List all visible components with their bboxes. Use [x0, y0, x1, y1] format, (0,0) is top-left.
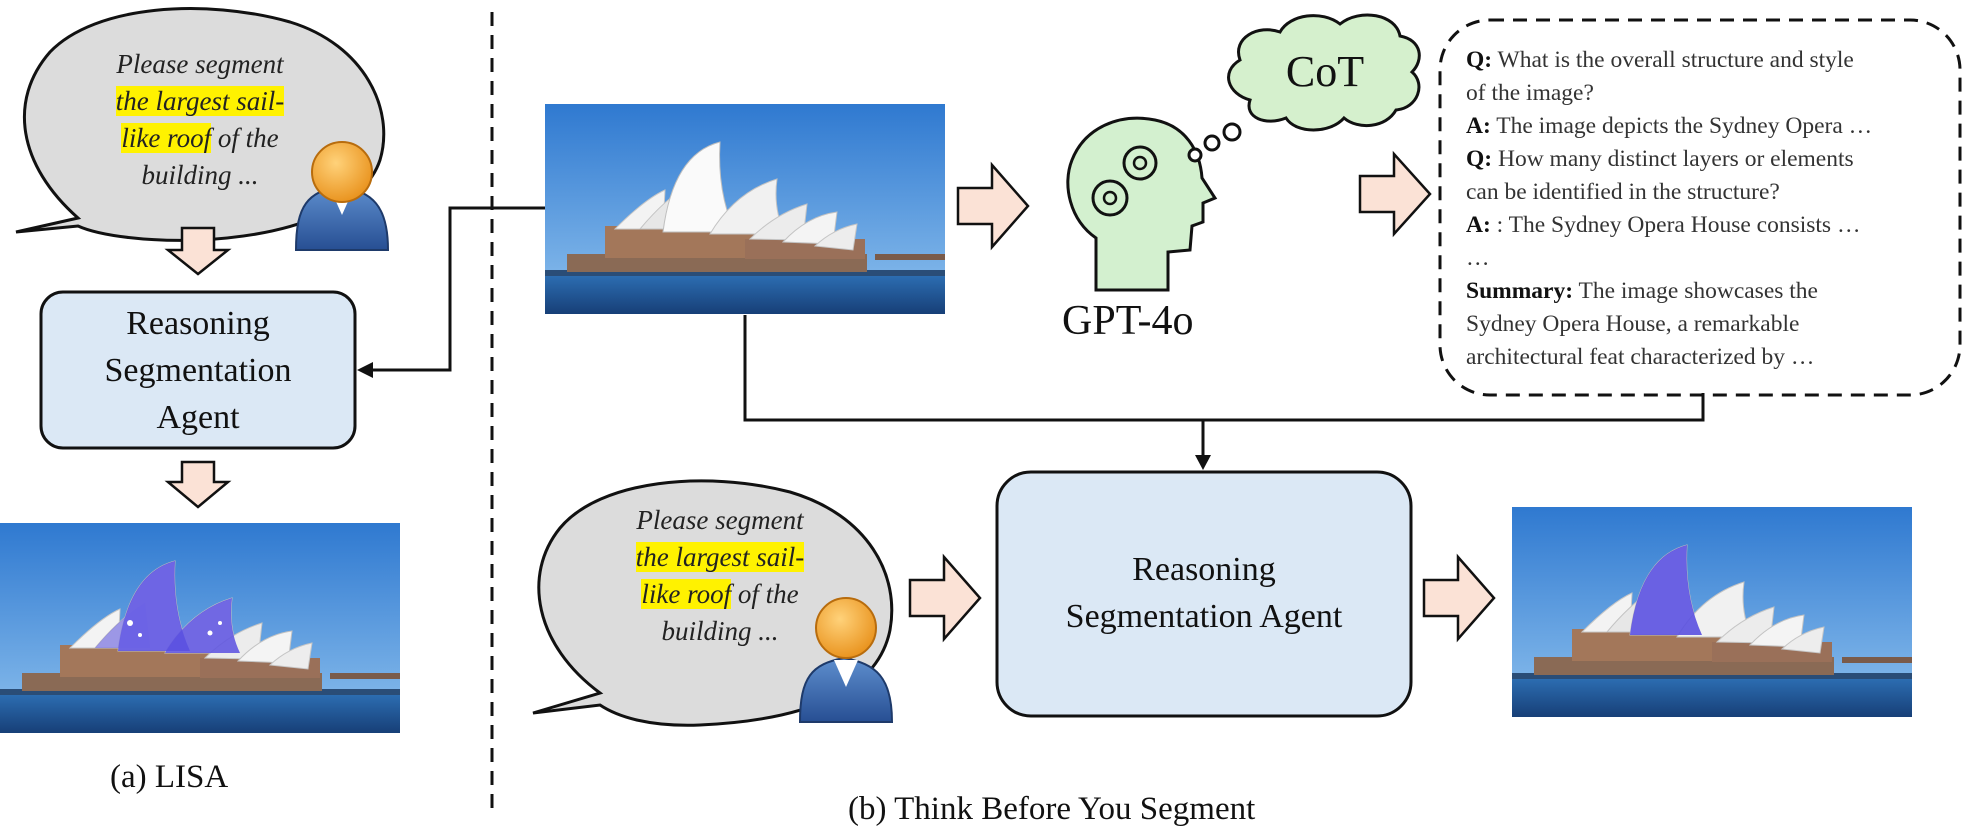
qa-summary-line-2: Sydney Opera House, a remarkable: [1466, 311, 1800, 337]
qa-a2-line: A: : The Sydney Opera House consists …: [1466, 209, 1936, 242]
connector-image-to-lisa: [370, 206, 545, 372]
qa-a1-label: A:: [1466, 113, 1491, 139]
lisa-result-image: [0, 522, 401, 734]
tbys-agent-box: [995, 470, 1413, 718]
tbys-agent-line-2: Segmentation Agent: [1065, 598, 1343, 635]
lisa-prompt-line-2: the largest sail-: [60, 83, 340, 120]
tbys-prompt-line-1: Please segment: [636, 505, 804, 535]
gpt-model-label: GPT-4o: [1062, 298, 1194, 344]
qa-a1-text: The image depicts the Sydney Opera …: [1490, 113, 1873, 139]
tbys-prompt-text: Please segment the largest sail- like ro…: [575, 502, 865, 650]
tbys-prompt-line-3-rest: of the: [731, 579, 799, 609]
tbys-agent-line-1: Reasoning: [1132, 551, 1276, 588]
tbys-agent-label: Reasoning Segmentation Agent: [997, 546, 1411, 640]
tbys-prompt-line-4: building ...: [661, 616, 779, 646]
qa-summary-line-3: architectural feat characterized by …: [1466, 344, 1815, 370]
connector-arrowhead-lisa: [357, 362, 373, 378]
arrow-gpt-to-qa: [1358, 150, 1432, 238]
arrow-prompt-to-agent: [908, 553, 982, 643]
qa-summary-text-1: The image showcases the: [1573, 278, 1818, 304]
lisa-agent-label: Reasoning Segmentation Agent: [41, 300, 355, 441]
connector-arrowhead-agent: [1195, 455, 1211, 470]
qa-text: Q: What is the overall structure and sty…: [1466, 44, 1936, 374]
qa-q2-line-1: Q: How many distinct layers or elements: [1466, 143, 1936, 176]
tbys-user-avatar-icon: [798, 597, 894, 723]
caption-lisa: (a) LISA: [110, 759, 229, 795]
qa-summary-line-1: Summary: The image showcases the: [1466, 275, 1936, 308]
tbys-prompt-line-2: the largest sail-: [575, 539, 865, 576]
lisa-arrow-down-1: [164, 226, 232, 276]
qa-q1-text-1: What is the overall structure and style: [1492, 47, 1854, 73]
thought-dot-3: [1222, 122, 1242, 142]
cot-label: CoT: [1285, 47, 1365, 96]
qa-a1-line: A: The image depicts the Sydney Opera …: [1466, 110, 1936, 143]
qa-q1-label: Q:: [1466, 47, 1493, 73]
cot-cloud: [1227, 13, 1421, 132]
head-gears-icon: [1066, 116, 1218, 292]
qa-box: [1438, 18, 1962, 397]
qa-q2-line-2: can be identified in the structure?: [1466, 179, 1780, 205]
lisa-arrow-down-2: [164, 460, 232, 509]
qa-q2-text-1: How many distinct layers or elements: [1492, 146, 1854, 172]
qa-ellipsis: …: [1466, 245, 1490, 271]
tbys-result-image: [1511, 506, 1913, 718]
lisa-agent-line-3: Agent: [156, 399, 240, 436]
caption-tbys: (b) Think Before You Segment: [848, 791, 1256, 827]
qa-a2-label: A:: [1466, 212, 1491, 238]
connector-image-to-agent: [743, 315, 1705, 422]
lisa-prompt-line-3: like roof of the: [60, 120, 340, 157]
qa-q1-line-1: Q: What is the overall structure and sty…: [1466, 44, 1936, 77]
lisa-prompt-line-3-rest: of the: [211, 123, 279, 153]
lisa-prompt-highlight-1: the largest sail-: [115, 86, 285, 116]
qa-q1-line-2: of the image?: [1466, 80, 1594, 106]
lisa-prompt-text: Please segment the largest sail- like ro…: [60, 46, 340, 194]
lisa-agent-line-2: Segmentation: [104, 352, 292, 389]
tbys-prompt-highlight-2: like roof: [641, 579, 732, 609]
lisa-prompt-line-1: Please segment: [116, 49, 284, 79]
qa-summary-label: Summary:: [1466, 278, 1574, 304]
input-image: [544, 103, 946, 315]
tbys-prompt-highlight-1: the largest sail-: [635, 542, 805, 572]
lisa-prompt-line-4: building ...: [141, 160, 259, 190]
lisa-prompt-highlight-2: like roof: [121, 123, 212, 153]
thought-dot-2: [1203, 134, 1221, 152]
lisa-agent-box: [39, 290, 357, 450]
tbys-prompt-line-3: like roof of the: [575, 576, 865, 613]
thought-dot-1: [1187, 147, 1203, 163]
qa-q2-label: Q:: [1466, 146, 1493, 172]
lisa-user-avatar-icon: [294, 141, 390, 251]
arrow-image-to-gpt: [956, 161, 1030, 251]
arrow-agent-to-result: [1422, 553, 1496, 643]
qa-a2-text: : The Sydney Opera House consists …: [1490, 212, 1861, 238]
lisa-agent-line-1: Reasoning: [126, 305, 270, 342]
